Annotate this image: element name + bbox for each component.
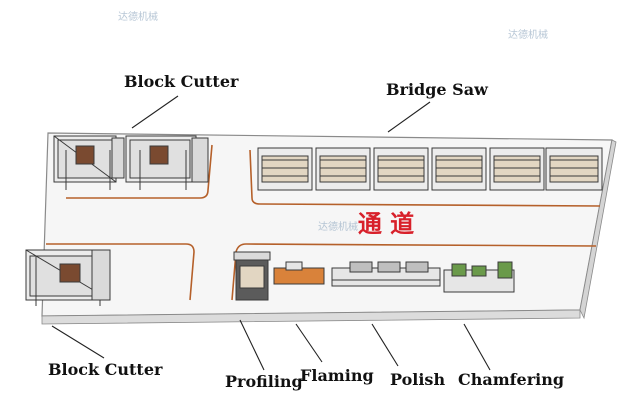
block-cutter-bottom xyxy=(25,249,111,306)
aisle-label: 通 道 xyxy=(358,210,414,238)
leader-lines xyxy=(51,95,491,371)
profiling-label: Profiling xyxy=(225,372,303,391)
bridge-saw-4 xyxy=(431,147,487,191)
chamfering-machine xyxy=(443,261,515,293)
watermark-top-right: 达德机械 xyxy=(508,30,548,41)
bridge-saw-3 xyxy=(373,147,429,191)
watermark-center: 达德机械 xyxy=(318,222,358,233)
bridge-saw-2 xyxy=(315,147,371,191)
flaming-machine xyxy=(273,261,325,285)
block-cutter-top-label: Block Cutter xyxy=(124,72,239,91)
chamfering-label: Chamfering xyxy=(458,370,565,389)
bridge-saw-6 xyxy=(545,147,603,191)
bridge-saw-5 xyxy=(489,147,545,191)
bridge-saw-1 xyxy=(257,147,313,191)
block-cutter-top-1 xyxy=(53,135,125,190)
bridge-saw-label: Bridge Saw xyxy=(386,80,488,99)
profiling-machine xyxy=(233,251,271,301)
polish-label: Polish xyxy=(390,370,446,389)
block-cutter-bottom-label: Block Cutter xyxy=(48,360,163,379)
block-cutter-top-2 xyxy=(125,135,209,190)
flaming-label: Flaming xyxy=(300,366,374,385)
block-cutter-top-group xyxy=(53,135,209,190)
bridge-saw-group xyxy=(257,147,603,191)
polish-machine xyxy=(331,261,441,287)
watermark-top-left: 达德机械 xyxy=(118,12,158,23)
